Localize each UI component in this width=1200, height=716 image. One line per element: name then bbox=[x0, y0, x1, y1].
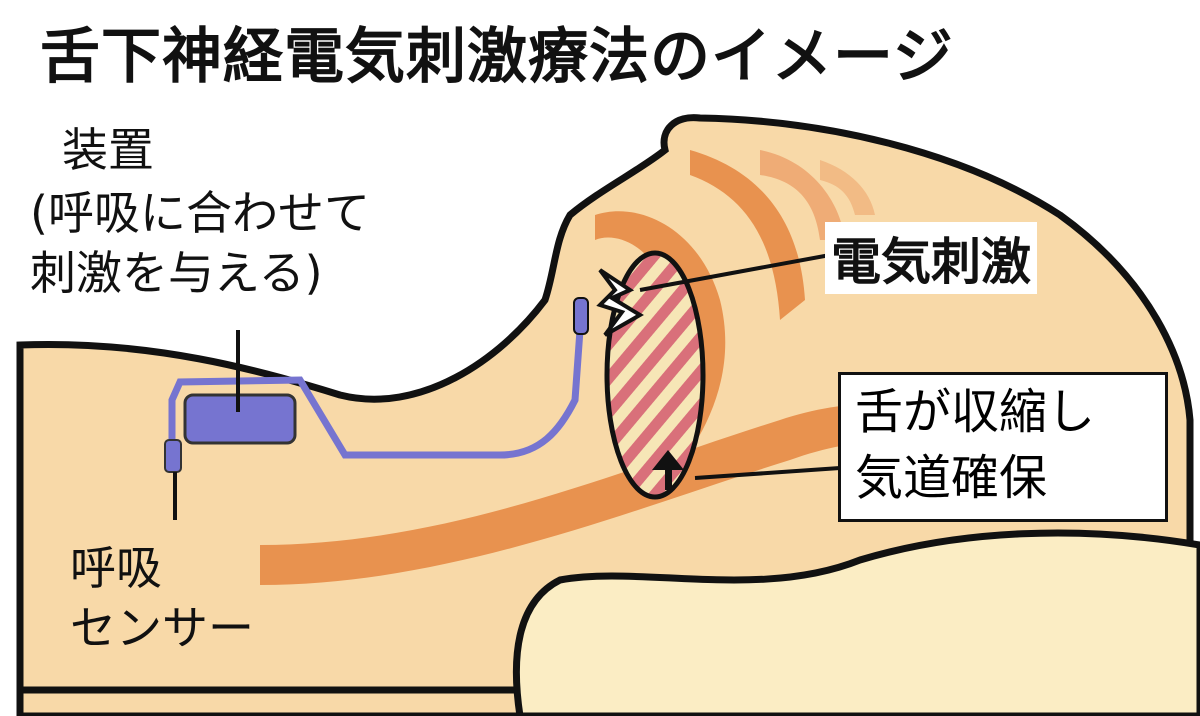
result-leader bbox=[694, 466, 841, 480]
lead-tip bbox=[573, 297, 589, 335]
contraction-arrow-icon bbox=[652, 450, 684, 490]
lightning-icon bbox=[596, 268, 644, 337]
device-label: 装置 bbox=[62, 123, 154, 177]
face-band-2 bbox=[760, 150, 845, 240]
result-box: 舌が収縮し 気道確保 bbox=[838, 372, 1168, 522]
face-band-1 bbox=[690, 150, 805, 320]
sensor-label-line1: 呼吸 bbox=[70, 541, 162, 595]
page-title: 舌下神経電気刺激療法のイメージ bbox=[40, 22, 954, 92]
pillow bbox=[512, 529, 1200, 716]
device-note-line2: 刺激を与える) bbox=[30, 246, 323, 300]
sensor-label-line2: センサー bbox=[70, 601, 254, 655]
device-note-line1: (呼吸に合わせて bbox=[30, 186, 370, 240]
result-line2: 気道確保 bbox=[855, 450, 1048, 506]
breathing-sensor bbox=[164, 439, 182, 473]
face-band-3 bbox=[820, 160, 875, 215]
stimulation-label: 電気刺激 bbox=[825, 222, 1037, 294]
stimulation-lead bbox=[168, 329, 584, 460]
result-line1: 舌が収縮し bbox=[855, 384, 1096, 440]
stimulation-leader bbox=[639, 253, 831, 292]
